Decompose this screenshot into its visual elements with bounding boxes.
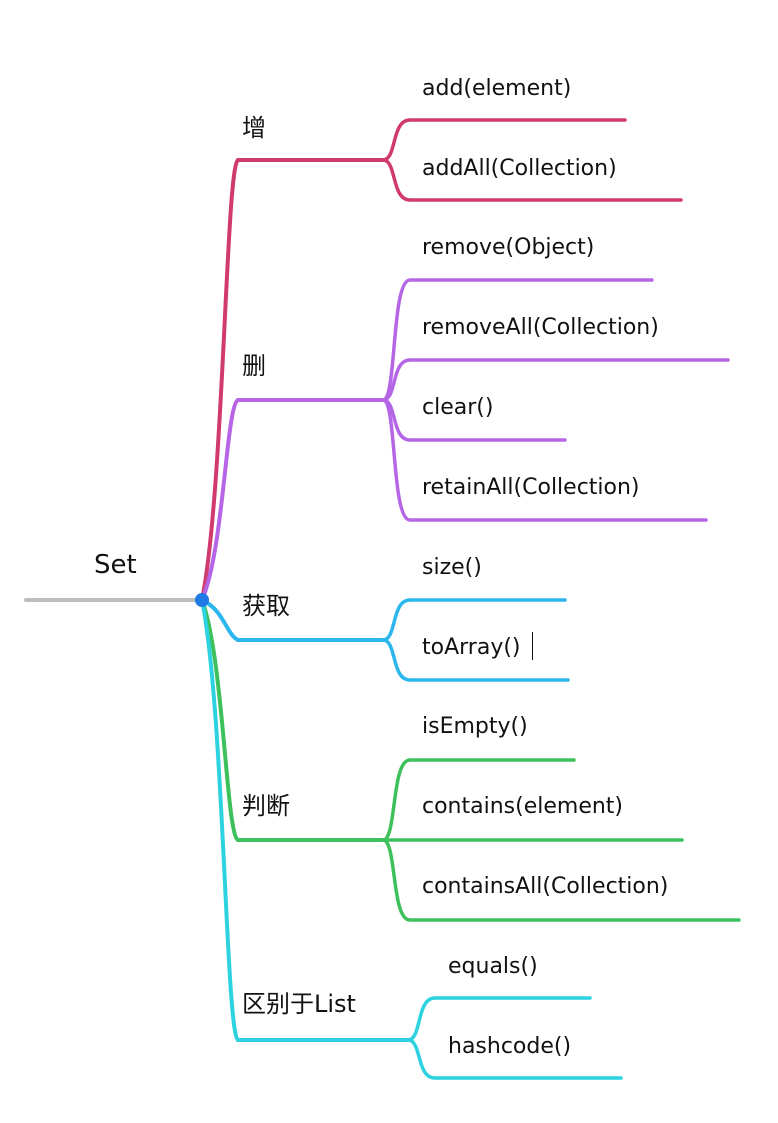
root-label: Set	[94, 550, 137, 580]
branch-label-get: 获取	[242, 592, 290, 620]
leaf-connector	[406, 996, 592, 1042]
branch-curve	[200, 598, 240, 842]
root-node-dot[interactable]	[195, 593, 209, 607]
leaf-connector	[381, 598, 567, 642]
branch-label-diff-list: 区别于List	[242, 990, 356, 1018]
branch-curve	[200, 598, 240, 1042]
leaf-connector	[381, 358, 730, 402]
leaf-label: equals()	[448, 954, 538, 979]
branch-curve	[200, 158, 240, 602]
leaf-label: retainAll(Collection)	[422, 475, 640, 500]
leaf-label: remove(Object)	[422, 235, 595, 260]
leaf-label: contains(element)	[422, 794, 624, 819]
leaf-label: isEmpty()	[422, 714, 528, 739]
leaf-connector	[406, 1038, 623, 1080]
leaf-label: containsAll(Collection)	[422, 874, 669, 899]
branch-label-judge: 判断	[242, 792, 290, 820]
leaf-label: removeAll(Collection)	[422, 315, 659, 340]
branch-label-remove: 删	[242, 352, 266, 380]
leaf-label: add(element)	[422, 76, 572, 101]
leaf-label: toArray()	[422, 635, 521, 660]
branch-label-add: 增	[242, 114, 266, 142]
leaf-label: addAll(Collection)	[422, 156, 617, 181]
leaf-connector	[381, 398, 708, 522]
leaf-connector	[381, 758, 576, 842]
text-cursor	[532, 632, 533, 660]
leaf-label: size()	[422, 555, 482, 580]
leaf-connector	[381, 638, 570, 682]
leaf-connector	[381, 838, 741, 922]
branch-curve	[200, 398, 240, 602]
leaf-label: hashcode()	[448, 1034, 572, 1059]
leaf-connector	[381, 118, 627, 162]
leaf-label: clear()	[422, 395, 494, 420]
leaf-connector	[381, 278, 654, 402]
leaf-connector	[381, 158, 683, 202]
